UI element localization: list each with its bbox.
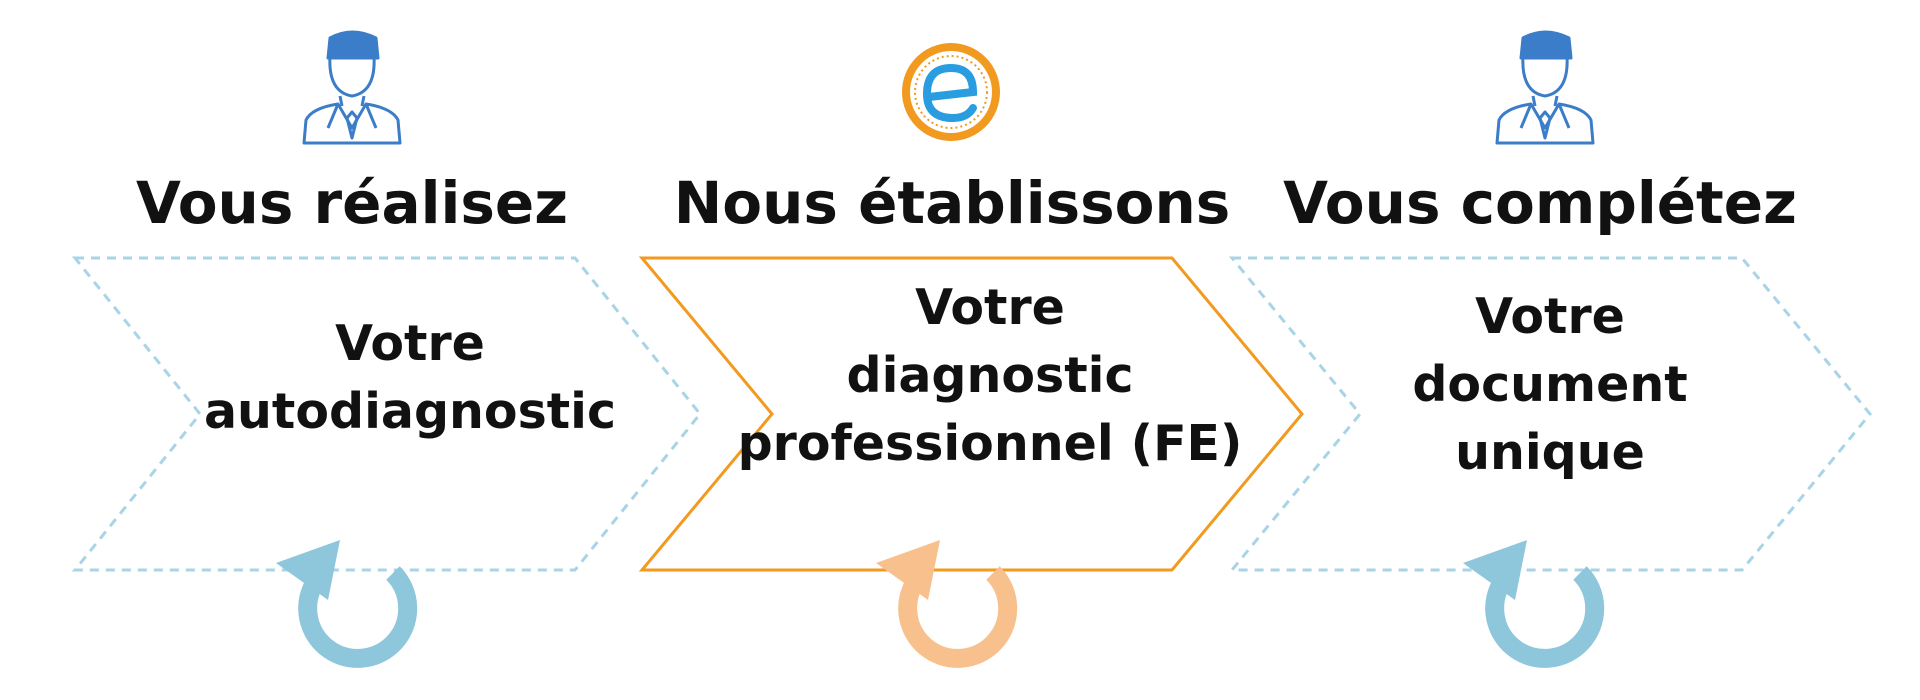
step-1-heading: Vous réalisez [135, 169, 569, 237]
step-1-text: Votre autodiagnostic [160, 310, 660, 446]
step-3-heading: Vous complétez [1283, 169, 1797, 237]
step-1-line: Votre [335, 315, 485, 372]
step-2-line: professionnel (FE) [737, 415, 1243, 472]
step-2-line: Votre [915, 279, 1065, 336]
step-3-line: unique [1455, 424, 1645, 481]
step-2-heading: Nous établissons [673, 169, 1231, 237]
step-2-line: diagnostic [846, 347, 1134, 404]
step-2-chevron [638, 256, 1304, 572]
step-1-chevron [71, 256, 702, 572]
step-3-text: Votre document unique [1300, 283, 1800, 487]
step-3-line: document [1412, 356, 1688, 413]
step-3-line: Votre [1475, 288, 1625, 345]
person-icon [302, 30, 402, 145]
step-3-chevron [1228, 256, 1872, 572]
step-1-line: autodiagnostic [203, 383, 617, 440]
refresh-icon [276, 540, 418, 668]
refresh-icon [1463, 540, 1605, 668]
step-2-text: Votre diagnostic professionnel (FE) [720, 274, 1260, 478]
e-logo-icon [902, 43, 1000, 141]
person-icon [1495, 30, 1595, 145]
refresh-icon [876, 540, 1018, 668]
